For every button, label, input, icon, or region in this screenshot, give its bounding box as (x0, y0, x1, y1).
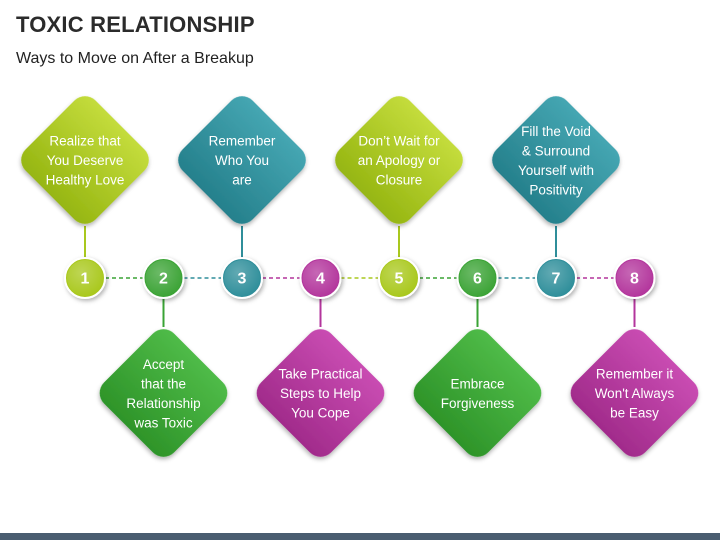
step-7-text-line: Fill the Void (521, 124, 591, 139)
step-5-text-line: an Apology or (358, 153, 441, 168)
step-2-node: 2 (142, 257, 185, 299)
node-highlight (67, 260, 103, 296)
step-8-text-line: Won't Always (595, 386, 675, 401)
node-layer: 1 2 3 4 5 6 7 8 (64, 257, 656, 299)
node-highlight (145, 260, 182, 296)
step-4-node: 4 (299, 257, 342, 299)
step-1-text-line: Realize that (49, 134, 121, 149)
stem-layer (84, 226, 636, 327)
step-8-number: 8 (630, 271, 639, 288)
node-highlight (616, 260, 653, 296)
step-3-text-line: are (232, 173, 252, 188)
diamond-shape (256, 329, 385, 457)
node-highlight (224, 260, 260, 296)
step-5-number: 5 (395, 271, 404, 288)
page-subtitle: Ways to Move on After a Breakup (16, 50, 254, 67)
step-2-text-line: that the (141, 376, 186, 391)
step-2-text-line: Accept (143, 357, 185, 372)
diamond-shape (570, 329, 699, 457)
step-1-text-line: You Deserve (47, 153, 124, 168)
step-6-text-line: Embrace (450, 376, 504, 391)
diamond-shape (335, 96, 463, 224)
diamond-shape (21, 96, 149, 224)
node-highlight (381, 260, 417, 296)
step-6-node: 6 (456, 257, 499, 299)
step-7-number: 7 (552, 271, 561, 288)
step-6-number: 6 (473, 271, 482, 288)
step-8-text-line: Remember it (596, 367, 674, 382)
step-8-node: 8 (613, 257, 656, 299)
node-highlight (538, 260, 574, 296)
step-7-node: 7 (535, 257, 577, 299)
step-8-diamond: Remember it Won't Always be Easy (570, 329, 699, 457)
step-3-number: 3 (238, 271, 247, 288)
diamond-shape (178, 96, 306, 224)
step-4-text-line: Take Practical (278, 367, 362, 382)
step-2-text-line: Relationship (126, 396, 200, 411)
step-5-text-line: Closure (376, 173, 423, 188)
node-highlight (459, 260, 496, 296)
step-2-text-line: was Toxic (133, 415, 193, 430)
step-4-number: 4 (316, 271, 325, 288)
step-8-text-line: be Easy (610, 406, 659, 421)
step-3-text-line: Who You (215, 153, 269, 168)
step-1-text-line: Healthy Love (46, 173, 125, 188)
step-2-number: 2 (159, 271, 168, 288)
footer-bar (0, 533, 720, 540)
step-7-text-line: Yourself with (518, 163, 594, 178)
page-title: TOXIC RELATIONSHIP (16, 12, 255, 37)
step-1-node: 1 (64, 257, 106, 299)
step-5-node: 5 (378, 257, 420, 299)
diamond-shape (413, 329, 542, 457)
step-4-text-line: You Cope (291, 406, 350, 421)
diamond-shape (492, 96, 620, 224)
step-3-text-line: Remember (209, 134, 276, 149)
step-7-text-line: & Surround (522, 143, 590, 158)
step-4-text-line: Steps to Help (280, 386, 361, 401)
node-highlight (302, 260, 339, 296)
step-5-text-line: Don’t Wait for (358, 134, 440, 149)
step-1-number: 1 (81, 271, 90, 288)
step-6-text-line: Forgiveness (441, 396, 515, 411)
step-7-text-line: Positivity (529, 182, 583, 197)
step-5-diamond: Don’t Wait for an Apology or Closure (335, 96, 463, 224)
step-3-node: 3 (221, 257, 263, 299)
diamond-shape (99, 329, 228, 457)
